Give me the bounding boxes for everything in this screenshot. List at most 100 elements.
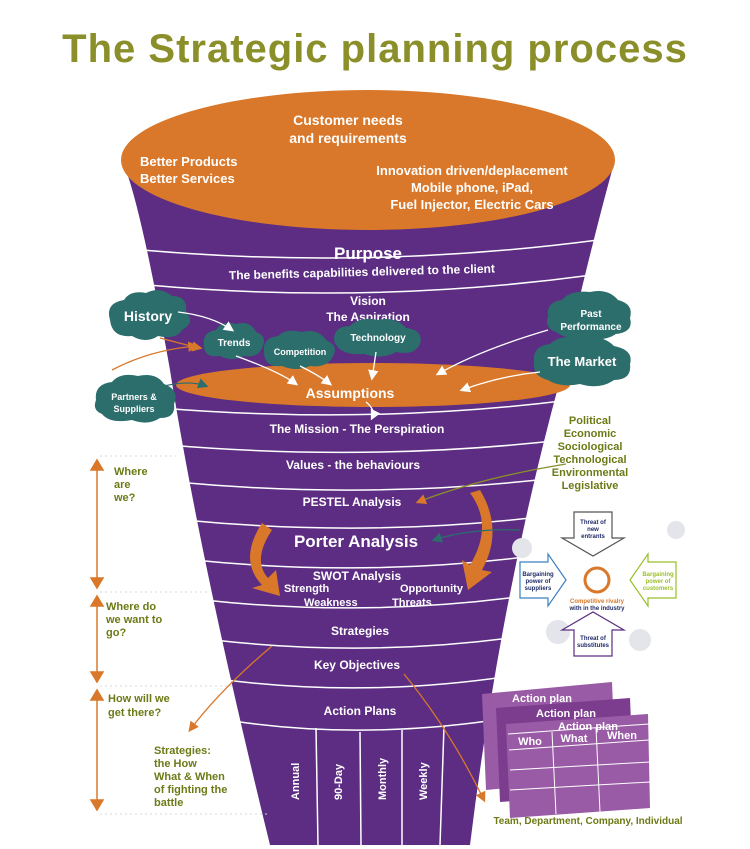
connector-arrows bbox=[111, 311, 567, 803]
mission-label: The Mission - The Perspiration bbox=[270, 422, 445, 436]
partners-line1: Partners & bbox=[111, 392, 157, 402]
customers-line2: power of bbox=[646, 579, 672, 585]
strategies-note-line2: the How bbox=[154, 758, 197, 770]
values-label: Values - the behaviours bbox=[286, 458, 420, 472]
swot-weakness: Weakness bbox=[304, 597, 358, 609]
swot-opportunity: Opportunity bbox=[400, 583, 464, 595]
action-plan-card1-title: Action plan bbox=[512, 693, 572, 705]
customer-needs-line1: Customer needs bbox=[293, 112, 403, 128]
technology-label: Technology bbox=[350, 333, 406, 344]
action-plan-cards: Action plan Action plan Action plan Who … bbox=[482, 682, 651, 818]
substitutes-arrow bbox=[559, 611, 627, 657]
competition-cloud: Competition bbox=[263, 330, 335, 369]
where-go-line3: go? bbox=[106, 627, 126, 639]
where-are-we-line3: we? bbox=[113, 492, 136, 504]
action-plans-label: Action Plans bbox=[324, 704, 397, 718]
the-market-cloud: The Market bbox=[533, 336, 631, 387]
innovation-line3: Fuel Injector, Electric Cars bbox=[390, 197, 553, 212]
swot-title: SWOT Analysis bbox=[313, 569, 402, 583]
strategies-label: Strategies bbox=[331, 624, 389, 638]
rivalry-line2: with in the industry bbox=[569, 606, 626, 612]
strategies-note-line5: battle bbox=[154, 797, 183, 809]
column-who: Who bbox=[518, 736, 542, 748]
past-performance-cloud: Past Performance bbox=[547, 291, 631, 340]
page-title: The Strategic planning process bbox=[62, 27, 688, 71]
suppliers-line2: power of bbox=[526, 579, 552, 585]
key-objectives-label: Key Objectives bbox=[314, 658, 400, 672]
partners-line2: Suppliers bbox=[113, 404, 154, 414]
rivalry-circle bbox=[583, 566, 611, 594]
period-90-day: 90-Day bbox=[333, 763, 345, 800]
competition-label: Competition bbox=[274, 347, 327, 357]
partners-cloud: Partners & Suppliers bbox=[94, 374, 176, 423]
substitutes-line2: substitutes bbox=[577, 643, 610, 649]
pestel-economic: Economic bbox=[564, 428, 617, 440]
vision-title: Vision bbox=[350, 294, 386, 308]
where-are-we-line2: are bbox=[114, 479, 131, 491]
customers-arrow bbox=[629, 552, 677, 608]
pestel-environmental: Environmental bbox=[552, 467, 628, 479]
swot-threats: Threats bbox=[392, 597, 432, 609]
period-annual: Annual bbox=[290, 763, 302, 800]
where-go-line2: we want to bbox=[105, 614, 163, 626]
past-performance-line1: Past bbox=[580, 309, 602, 320]
history-label: History bbox=[124, 308, 172, 324]
how-get-line1: How will we bbox=[108, 693, 170, 705]
where-are-we-line1: Where bbox=[114, 466, 148, 478]
left-orange-arrow bbox=[250, 523, 280, 596]
strategies-note: Strategies: the How What & When of fight… bbox=[154, 745, 227, 809]
column-when: When bbox=[607, 730, 637, 742]
purpose-subtitle: The benefits capabilities delivered to t… bbox=[229, 262, 495, 283]
new-entrants-line2: new bbox=[587, 527, 599, 533]
strategies-note-line4: of fighting the bbox=[154, 784, 227, 796]
new-entrants-line3: entrants bbox=[581, 534, 605, 540]
assumptions-label: Assumptions bbox=[306, 385, 395, 401]
pestel-technological: Technological bbox=[553, 454, 626, 466]
history-cloud: History bbox=[108, 290, 191, 340]
how-get-line2: get there? bbox=[108, 707, 161, 719]
suppliers-line3: suppliers bbox=[525, 586, 552, 592]
pestel-legislative: Legislative bbox=[562, 480, 619, 492]
pestel-label: PESTEL Analysis bbox=[303, 495, 402, 509]
technology-cloud: Technology bbox=[334, 318, 421, 357]
new-entrants-line1: Threat of bbox=[580, 520, 607, 526]
strategies-note-line1: Strategies: bbox=[154, 745, 211, 757]
swot-strength: Strength bbox=[284, 583, 330, 595]
trends-cloud: Trends bbox=[203, 322, 264, 359]
funnel-layer-lines bbox=[141, 239, 599, 846]
past-performance-line2: Performance bbox=[560, 322, 622, 333]
innovation-line1: Innovation driven/deplacement bbox=[376, 163, 568, 178]
pestel-sociological: Sociological bbox=[558, 441, 623, 453]
gear-decor-icon bbox=[512, 521, 685, 651]
suppliers-line1: Bargaining bbox=[522, 572, 554, 578]
column-what: What bbox=[561, 733, 588, 745]
purpose-title: Purpose bbox=[334, 244, 402, 263]
pestel-political: Political bbox=[569, 415, 611, 427]
top-ellipse bbox=[121, 90, 615, 230]
where-go-line1: Where do bbox=[106, 601, 156, 613]
better-services: Better Services bbox=[140, 171, 235, 186]
new-entrants-arrow bbox=[559, 511, 627, 557]
period-weekly: Weekly bbox=[418, 761, 430, 800]
trends-label: Trends bbox=[218, 338, 251, 349]
porter-model: Threat of new entrants Bargaining power … bbox=[512, 511, 685, 657]
rivalry-line1: Competitive rivalry bbox=[570, 599, 625, 605]
customer-needs-line2: and requirements bbox=[289, 130, 407, 146]
pestel-factors: Political Economic Sociological Technolo… bbox=[552, 415, 628, 492]
the-market-label: The Market bbox=[548, 354, 617, 369]
bottom-note: Team, Department, Company, Individual bbox=[493, 816, 682, 827]
innovation-line2: Mobile phone, iPad, bbox=[411, 180, 533, 195]
porter-label: Porter Analysis bbox=[294, 532, 418, 551]
customers-line3: customers bbox=[643, 586, 674, 592]
better-products: Better Products bbox=[140, 154, 238, 169]
left-timeline: Where are we? Where do we want to go? Ho… bbox=[89, 455, 270, 815]
strategies-note-line3: What & When bbox=[154, 771, 225, 783]
suppliers-arrow bbox=[519, 552, 567, 608]
action-plan-card3-title: Action plan bbox=[558, 721, 618, 733]
substitutes-line1: Threat of bbox=[580, 636, 607, 642]
right-orange-arrow bbox=[462, 490, 493, 590]
period-monthly: Monthly bbox=[377, 757, 389, 800]
customers-line1: Bargaining bbox=[642, 572, 674, 578]
action-plan-card2-title: Action plan bbox=[536, 708, 596, 720]
